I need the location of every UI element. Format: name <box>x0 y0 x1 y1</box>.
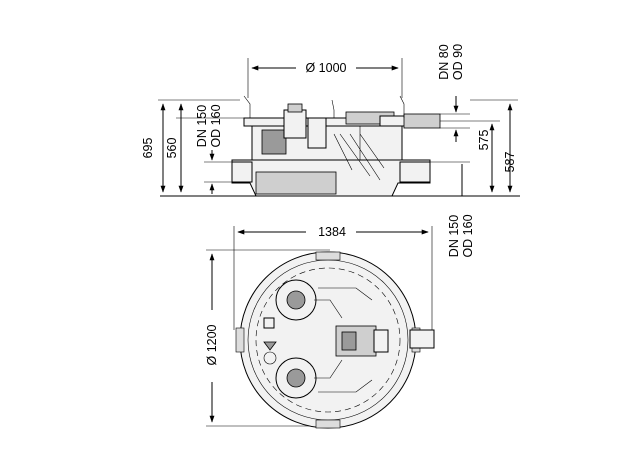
dim-height-695: 695 <box>141 138 155 159</box>
outlet-flange <box>403 113 441 129</box>
tank-lid-ring <box>255 267 401 413</box>
side-view: Ø 1000 695 560 DN 150 OD 160 DN 80 OD 90… <box>141 44 520 197</box>
fitting-ring <box>263 351 277 365</box>
fitting-square <box>263 317 275 329</box>
pump-top <box>287 103 303 113</box>
top-pipework <box>314 287 373 393</box>
top-inlet-right <box>409 329 435 349</box>
dim-outlet-dn: DN 80 <box>437 44 451 79</box>
internal-pipes <box>326 125 385 181</box>
dim-outlet-od: OD 90 <box>451 44 465 80</box>
control-valve <box>373 329 389 353</box>
tank-sump <box>255 171 337 195</box>
dim-inlet-right-od: OD 160 <box>461 214 475 257</box>
dim-height-575: 575 <box>477 130 491 151</box>
pipe-riser <box>307 117 327 149</box>
dim-height-560: 560 <box>165 138 179 159</box>
pump-housing <box>283 109 307 139</box>
dim-diameter-1200: Ø 1200 <box>205 324 219 365</box>
dim-inlet-left-od: OD 160 <box>209 104 223 147</box>
fitting-marker <box>263 341 277 351</box>
dim-height-587: 587 <box>503 152 517 173</box>
dim-width-1384: 1384 <box>318 225 346 239</box>
lifting-handles <box>243 95 405 118</box>
tank-outer-ring <box>239 251 417 429</box>
inlet-right <box>399 161 431 183</box>
pump-motor-left <box>261 129 287 155</box>
dim-diameter-1000: Ø 1000 <box>305 61 346 75</box>
inlet-left <box>231 161 253 183</box>
dim-inlet-left-dn: DN 150 <box>195 105 209 147</box>
dim-inlet-right-dn: DN 150 <box>447 215 461 257</box>
top-view: 1384 Ø 1200 DN 150 OD 160 <box>205 214 475 429</box>
